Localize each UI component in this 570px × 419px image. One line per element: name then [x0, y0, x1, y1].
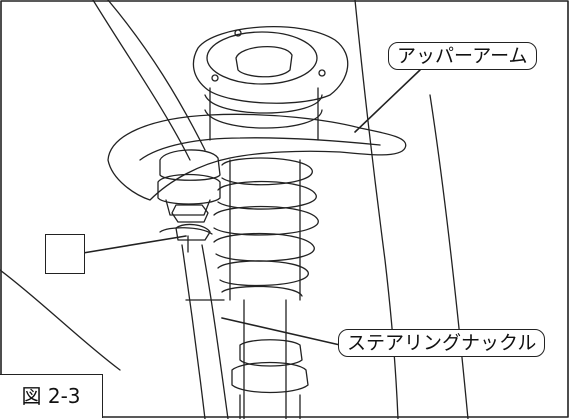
top-mount	[192, 26, 349, 104]
dust-boot	[157, 149, 221, 216]
leader-lines	[82, 69, 421, 346]
blank-reference-box	[45, 234, 85, 274]
ball-joint-nut	[159, 204, 213, 253]
steering-knuckle-shape	[181, 244, 229, 419]
steering-knuckle-label: ステアリングナックル	[338, 329, 546, 357]
upper-spring-coils	[204, 87, 323, 141]
upper-arm-label: アッパーアーム	[388, 42, 537, 70]
upper-arm-shape	[107, 113, 407, 201]
shock-absorber-body	[231, 299, 309, 419]
figure-caption: 図 2-3	[0, 374, 103, 418]
lower-spring-coils	[213, 157, 319, 301]
